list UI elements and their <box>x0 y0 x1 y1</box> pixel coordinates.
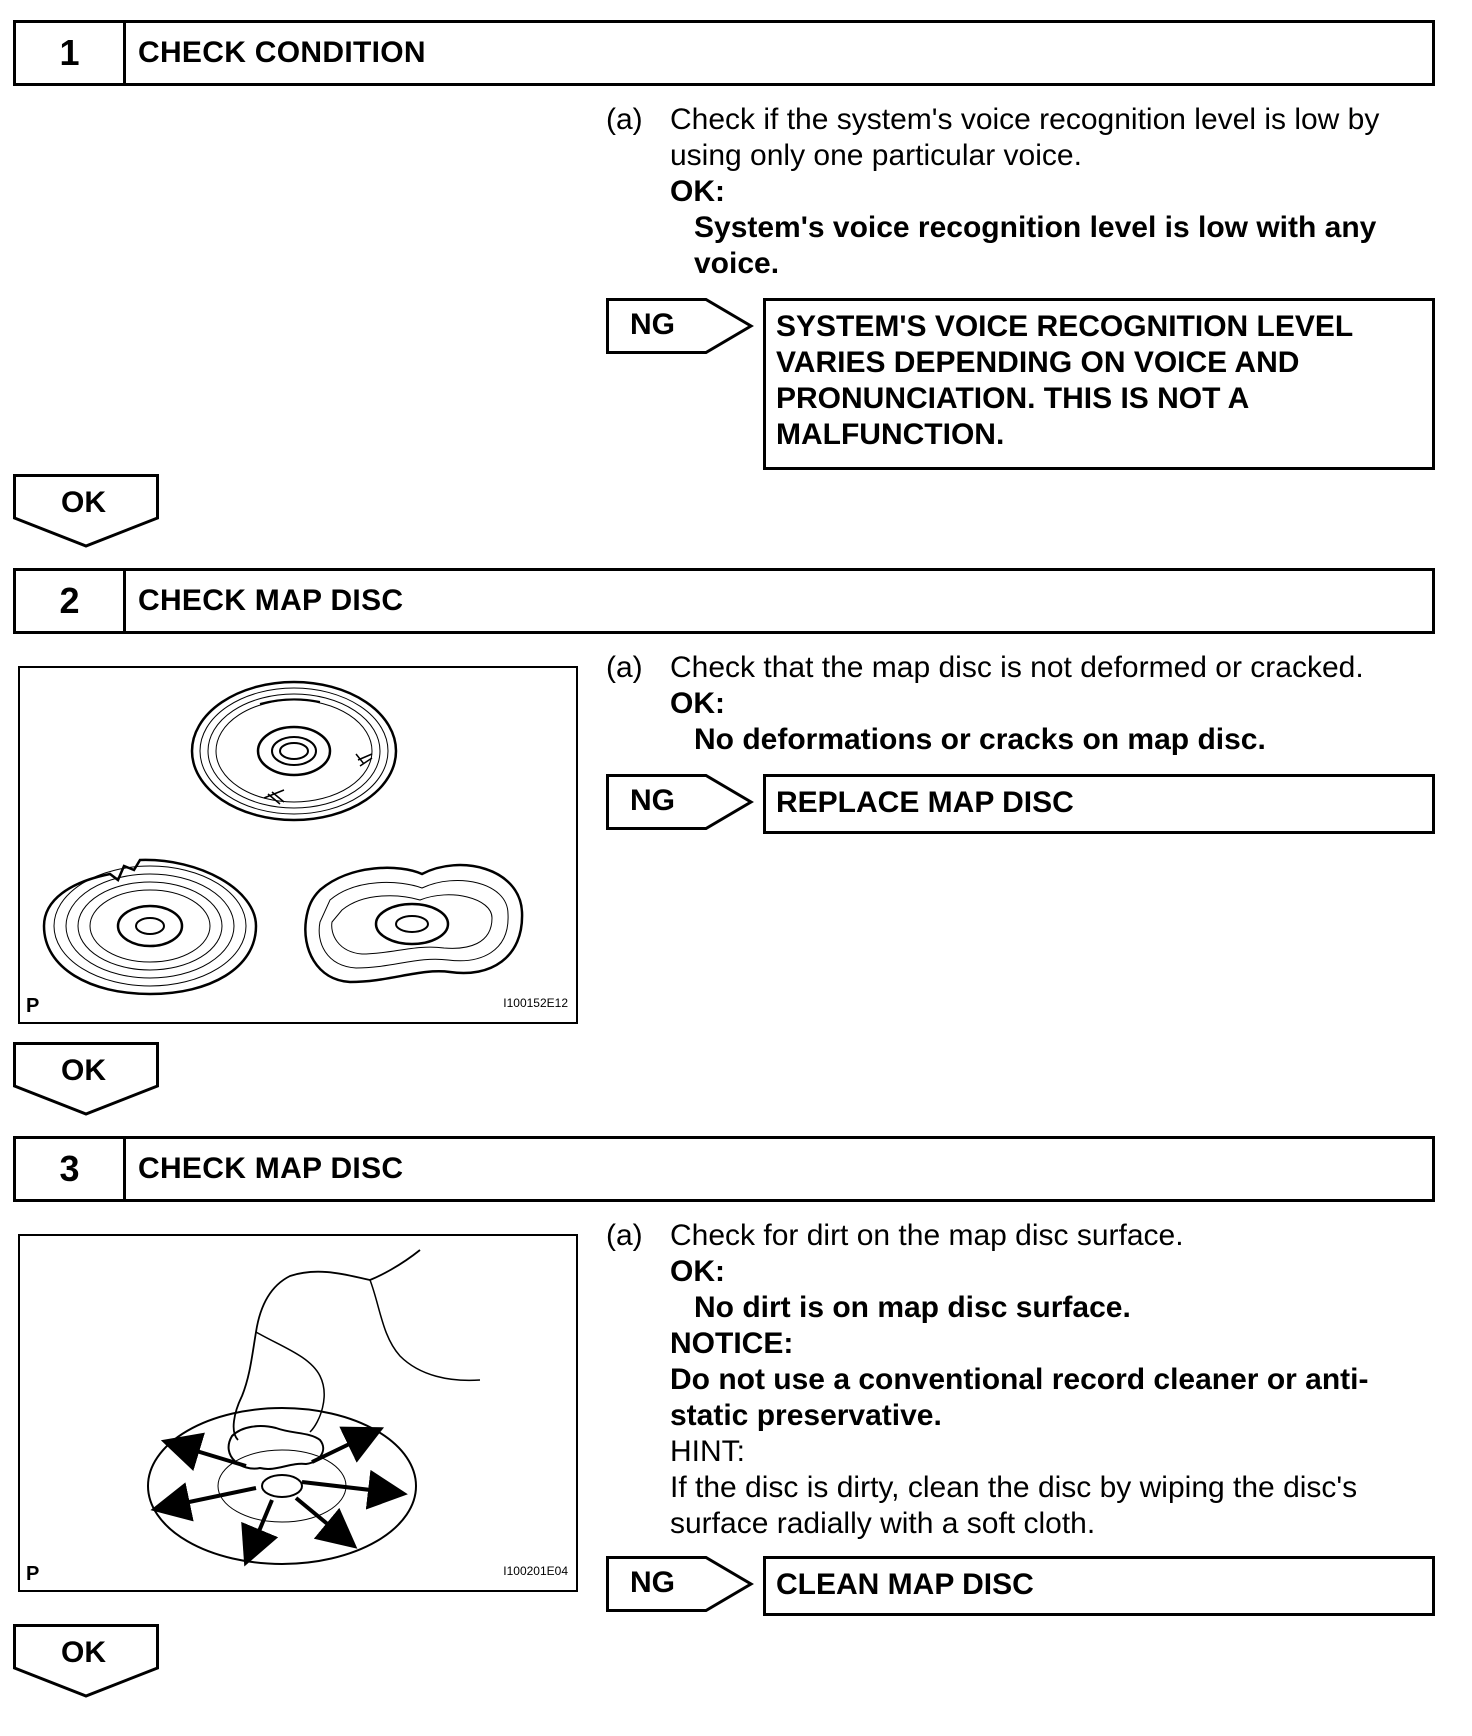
step-2-instructions: Check that the map disc is not deformed … <box>670 650 1440 758</box>
step-2-header: 2 CHECK MAP DISC <box>13 568 1435 634</box>
instruction-text: Check if the system's voice recognition … <box>670 103 1380 172</box>
step-3-instructions: Check for dirt on the map disc surface. … <box>670 1218 1440 1542</box>
ng-arrow-icon <box>606 1556 754 1612</box>
disc-damage-illustration <box>42 680 524 996</box>
step-title: CHECK MAP DISC <box>138 1152 404 1185</box>
figure-code: I100152E12 <box>503 996 568 1010</box>
step-number: 3 <box>16 1139 126 1199</box>
ok-arrow-icon <box>13 1042 159 1116</box>
ok-criteria-label: OK: <box>670 687 725 720</box>
figure-p-marker: P <box>26 1563 40 1585</box>
map-disc-damage-figure: P I100152E12 <box>18 666 578 1024</box>
ng-result-box: REPLACE MAP DISC <box>763 774 1435 834</box>
instruction-text: Check that the map disc is not deformed … <box>670 651 1364 684</box>
step-title: CHECK CONDITION <box>138 36 426 69</box>
item-letter: (a) <box>606 103 643 136</box>
step-3-header: 3 CHECK MAP DISC <box>13 1136 1435 1202</box>
ok-criteria-text: System's voice recognition level is low … <box>694 211 1377 280</box>
item-letter: (a) <box>606 651 643 684</box>
ok-label: OK <box>61 1636 106 1669</box>
ok-label: OK <box>61 486 106 519</box>
disc-cleaning-illustration <box>147 1249 481 1567</box>
ok-criteria-text: No dirt is on map disc surface. <box>694 1291 1131 1324</box>
step-number: 2 <box>16 571 126 631</box>
step-1-instructions: Check if the system's voice recognition … <box>670 102 1440 282</box>
hint-text: If the disc is dirty, clean the disc by … <box>670 1471 1358 1540</box>
instruction-text: Check for dirt on the map disc surface. <box>670 1219 1184 1252</box>
step-title: CHECK MAP DISC <box>138 584 404 617</box>
ng-label: NG <box>630 1566 675 1599</box>
ok-criteria-label: OK: <box>670 1255 725 1288</box>
figure-p-marker: P <box>26 995 40 1017</box>
figure-code: I100201E04 <box>503 1564 568 1578</box>
ok-arrow-icon <box>13 1624 159 1698</box>
ok-criteria-text: No deformations or cracks on map disc. <box>694 723 1266 756</box>
ng-label: NG <box>630 784 675 817</box>
notice-text: Do not use a conventional record cleaner… <box>670 1363 1369 1432</box>
ng-result-box: SYSTEM'S VOICE RECOGNITION LEVEL VARIES … <box>763 298 1435 470</box>
ng-arrow-icon <box>606 774 754 830</box>
ng-arrow-icon <box>606 298 754 354</box>
notice-label: NOTICE: <box>670 1327 794 1360</box>
item-letter: (a) <box>606 1219 643 1252</box>
ng-label: NG <box>630 308 675 341</box>
disc-cleaning-figure: P I100201E04 <box>18 1234 578 1592</box>
ng-result-box: CLEAN MAP DISC <box>763 1556 1435 1616</box>
step-number: 1 <box>16 23 126 83</box>
step-1-header: 1 CHECK CONDITION <box>13 20 1435 86</box>
ok-criteria-label: OK: <box>670 175 725 208</box>
ok-arrow-icon <box>13 474 159 548</box>
ok-label: OK <box>61 1054 106 1087</box>
hint-label: HINT: <box>670 1435 745 1468</box>
